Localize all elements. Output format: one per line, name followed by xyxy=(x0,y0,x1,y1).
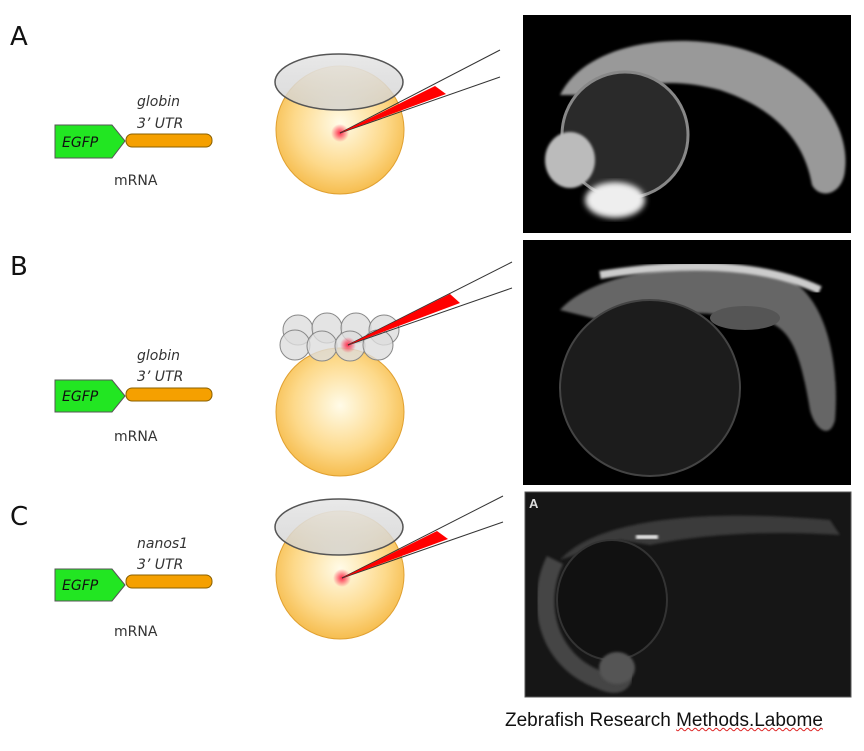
utr-name: globin xyxy=(137,94,180,110)
egfp-label: EGFP xyxy=(62,135,99,151)
utr-label: 3’ UTR xyxy=(137,557,183,573)
source-caption: Zebrafish Research Methods.Labome xyxy=(505,710,823,732)
egfp-label: EGFP xyxy=(62,578,99,594)
needle-icon xyxy=(341,495,504,579)
embryo-fluorescence-image: A xyxy=(524,491,852,698)
utr-bar xyxy=(125,387,213,402)
embryo-injection-diagram xyxy=(275,261,513,477)
mrna-label: mRNA xyxy=(114,624,158,640)
blastodisc xyxy=(274,498,404,556)
blastomeres xyxy=(279,312,400,362)
panel-label: A xyxy=(10,22,28,52)
embryo-injection-diagram xyxy=(274,495,504,640)
utr-label: 3’ UTR xyxy=(137,369,183,385)
utr-bar xyxy=(125,133,213,148)
caption-source: Methods.Labome xyxy=(676,710,823,731)
panel-label: C xyxy=(10,502,28,532)
egfp-block xyxy=(54,568,126,602)
utr-name: globin xyxy=(137,348,180,364)
mrna-label: mRNA xyxy=(114,173,158,189)
utr-bar xyxy=(125,574,213,589)
panel-a: A EGFP globin 3’ UTR mRNA xyxy=(10,15,851,233)
mrna-label: mRNA xyxy=(114,429,158,445)
egfp-block xyxy=(54,124,126,159)
needle-icon xyxy=(347,261,513,346)
panel-label: B xyxy=(10,252,28,282)
embryo-injection-diagram xyxy=(274,49,501,195)
inset-label: A xyxy=(529,496,539,511)
mrna-construct: EGFP nanos1 3’ UTR mRNA xyxy=(54,536,213,640)
embryo-fluorescence-image xyxy=(523,15,851,233)
embryo-fluorescence-image xyxy=(523,240,851,485)
germ-cell-signal xyxy=(636,535,658,539)
caption-text: Zebrafish Research xyxy=(505,710,677,731)
mrna-construct: EGFP globin 3’ UTR mRNA xyxy=(54,94,213,189)
blastodisc xyxy=(274,53,404,111)
yolk xyxy=(275,347,405,477)
needle-icon xyxy=(339,49,501,134)
panel-b: B EGFP globin 3’ UTR mRNA xyxy=(10,240,851,485)
mrna-construct: EGFP globin 3’ UTR mRNA xyxy=(54,348,213,445)
egfp-block xyxy=(54,379,126,413)
egfp-label: EGFP xyxy=(62,389,99,405)
panel-c: C EGFP nanos1 3’ UTR mRNA A xyxy=(10,491,852,698)
utr-label: 3’ UTR xyxy=(137,116,183,132)
utr-name: nanos1 xyxy=(137,536,188,552)
